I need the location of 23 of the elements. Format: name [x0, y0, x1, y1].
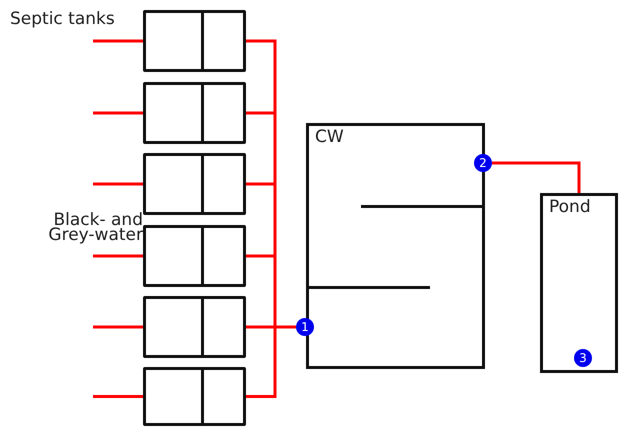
number-marker: 1 [296, 318, 314, 336]
pipe [93, 182, 143, 186]
number-marker: 3 [574, 349, 592, 367]
pipe [93, 112, 143, 114]
pipe [492, 162, 580, 193]
septic-tank [143, 225, 246, 287]
pipe [93, 254, 143, 258]
septic-tank [143, 82, 246, 144]
pipe [93, 395, 143, 398]
annotation-text: Black- and Grey-water [47, 213, 143, 243]
septic-tank [143, 10, 246, 72]
pond-basin [540, 193, 618, 373]
pipe [93, 326, 143, 328]
pipe [93, 40, 143, 42]
septic-tank [143, 153, 246, 215]
septic-tank [143, 296, 246, 358]
basin-label: Pond [549, 197, 591, 217]
basin-label: CW [315, 127, 344, 147]
annotation-text: Septic tanks [10, 12, 115, 27]
pipe [246, 326, 296, 398]
number-marker: 2 [474, 154, 492, 172]
septic-tank [143, 367, 246, 426]
wetland-basin [306, 123, 485, 369]
